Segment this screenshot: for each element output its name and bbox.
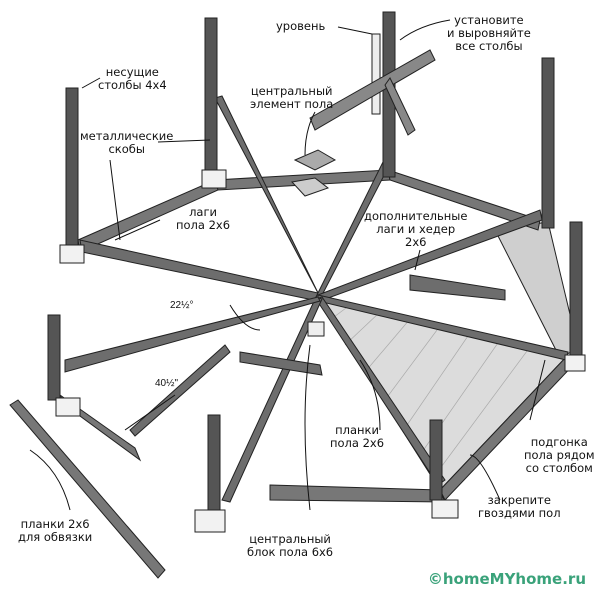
label-line: пола рядом xyxy=(524,448,595,462)
label-line: все столбы xyxy=(455,39,523,53)
label-line: гвоздями пол xyxy=(478,506,561,520)
floor-joists xyxy=(64,95,569,503)
center-block-6x6 xyxy=(307,321,325,337)
label-line: пола 2x6 xyxy=(330,436,385,450)
label-level: уровень xyxy=(276,20,325,33)
label-line: уровень xyxy=(276,19,326,33)
level-tool xyxy=(371,33,381,115)
label-line: скобы xyxy=(108,142,145,156)
angle-dimension: 22½° xyxy=(170,300,194,311)
label-line: несущие xyxy=(105,65,159,79)
label-line: со столбом xyxy=(525,461,593,475)
posts-4x4 xyxy=(47,11,583,521)
label-line: элемент пола xyxy=(250,97,334,111)
concrete-footings xyxy=(55,169,586,533)
label-line: планки xyxy=(335,423,379,437)
label-extra-joists: дополнительные лаги и хедер 2x6 xyxy=(364,210,467,249)
label-center-element: центральный элемент пола xyxy=(250,85,333,111)
label-line: установите xyxy=(454,13,524,27)
label-line: для обвязки xyxy=(18,530,93,544)
label-line: закрепите xyxy=(487,493,551,507)
length-dimension: 40½" xyxy=(155,378,179,389)
label-line: центральный xyxy=(249,532,331,546)
label-line: столбы 4x4 xyxy=(98,78,167,92)
label-rim-planks: планки 2x6 для обвязки xyxy=(18,518,92,544)
deck-strip xyxy=(494,221,579,359)
center-floor-element xyxy=(291,177,330,197)
label-floor-joists: лаги пола 2x6 xyxy=(176,206,230,232)
label-line: центральный xyxy=(250,84,333,98)
label-line: блок пола 6x6 xyxy=(247,545,334,559)
label-line: дополнительные xyxy=(364,209,468,223)
label-center-block: центральный блок пола 6x6 xyxy=(247,533,333,559)
label-line: и выровняйте xyxy=(447,26,531,40)
brace xyxy=(309,49,436,131)
label-fit-floor: подгонка пола рядом со столбом xyxy=(524,436,595,475)
label-set-posts: установите и выровняйте все столбы xyxy=(447,14,531,53)
label-line: металлические xyxy=(80,129,174,143)
label-line: пола 2x6 xyxy=(176,218,231,232)
label-line: 2x6 xyxy=(405,235,427,249)
label-metal-brackets: металлические скобы xyxy=(80,130,173,156)
brace xyxy=(384,77,416,136)
label-line: лаги xyxy=(189,205,217,219)
label-line: лаги и хедер xyxy=(376,222,456,236)
leader-lines xyxy=(29,19,546,511)
label-bearing-posts: несущие столбы 4x4 xyxy=(98,66,167,92)
label-line: планки 2x6 xyxy=(20,517,90,531)
center-floor-element xyxy=(293,149,337,171)
label-floor-planks: планки пола 2x6 xyxy=(330,424,384,450)
label-nail-floor: закрепите гвоздями пол xyxy=(478,494,561,520)
label-line: подгонка xyxy=(530,435,588,449)
watermark: ©homeMYhome.ru xyxy=(427,570,586,588)
